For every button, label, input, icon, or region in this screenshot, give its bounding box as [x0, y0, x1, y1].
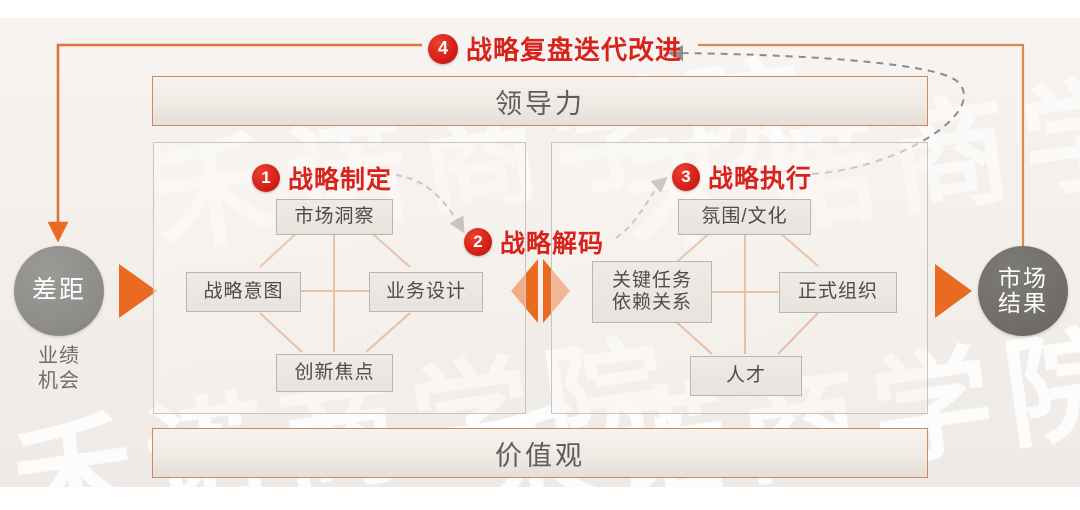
node-label-line2: 依赖关系	[611, 292, 692, 313]
node-label: 市场洞察	[294, 205, 375, 227]
step-label: 战略制定	[288, 166, 393, 194]
gap-subtext-line1: 业绩	[38, 345, 80, 367]
step-number-badge: 1	[252, 164, 280, 192]
node-market-insight[interactable]: 市场洞察	[276, 199, 393, 235]
node-atmosphere-culture[interactable]: 氛围/文化	[678, 199, 811, 235]
node-formal-organization[interactable]: 正式组织	[779, 272, 897, 313]
result-circle-line1: 市场	[998, 264, 1048, 291]
result-circle-line2: 结果	[998, 290, 1048, 316]
node-label: 人才	[725, 364, 766, 386]
market-result-circle[interactable]: 市场 结果	[978, 246, 1068, 336]
node-innovation-focus[interactable]: 创新焦点	[276, 354, 393, 392]
node-talent[interactable]: 人才	[690, 356, 802, 396]
step-label: 战略执行	[708, 165, 813, 193]
leadership-bar: 领导力	[152, 76, 928, 126]
values-label: 价值观	[495, 440, 585, 471]
values-bar: 价值观	[152, 428, 928, 478]
step-number-badge: 3	[672, 163, 700, 191]
leadership-label: 领导力	[495, 88, 585, 119]
node-label: 战略意图	[203, 280, 284, 302]
step-number-badge: 2	[464, 228, 492, 256]
node-label: 氛围/文化	[701, 205, 788, 227]
step-4-strategy-review[interactable]: 4 战略复盘迭代改进	[428, 30, 682, 67]
node-label: 业务设计	[385, 280, 466, 302]
node-label: 创新焦点	[294, 361, 375, 383]
gap-subtext: 业绩 机会	[14, 344, 104, 394]
step-label: 战略复盘迭代改进	[466, 35, 683, 65]
step-3-strategy-execution[interactable]: 3 战略执行	[672, 159, 812, 195]
node-label: 正式组织	[797, 281, 878, 303]
node-business-design[interactable]: 业务设计	[369, 272, 483, 312]
gap-circle-label: 差距	[31, 276, 86, 305]
node-strategic-intent[interactable]: 战略意图	[186, 272, 301, 312]
step-label: 战略解码	[500, 230, 605, 258]
step-number-badge: 4	[428, 33, 458, 64]
gap-subtext-line2: 机会	[38, 370, 80, 392]
step-1-strategy-formulation[interactable]: 1 战略制定	[252, 160, 392, 196]
gap-circle[interactable]: 差距	[14, 246, 104, 336]
step-2-strategy-decoding[interactable]: 2 战略解码	[464, 224, 604, 260]
node-key-tasks[interactable]: 关键任务 依赖关系	[592, 261, 712, 323]
node-label-line1: 关键任务	[611, 269, 692, 291]
